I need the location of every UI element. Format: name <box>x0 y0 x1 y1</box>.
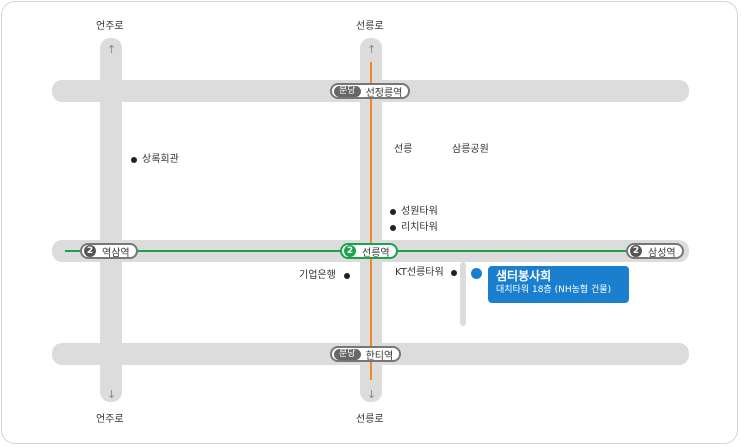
bundang-line-badge: 분당 <box>334 348 361 360</box>
station-name: 선정릉역 <box>365 87 403 99</box>
landmark-dot <box>390 225 396 231</box>
destination-marker-icon <box>471 268 482 279</box>
bundang-line-badge: 분당 <box>334 85 361 97</box>
line2-badge: 2 <box>344 245 356 257</box>
arrow-down-icon: ↓ <box>107 388 117 401</box>
arrow-up-icon: ↑ <box>367 43 377 56</box>
station-yeoksam[interactable]: 2 역삼역 <box>80 243 138 259</box>
line2-badge: 2 <box>84 245 96 257</box>
road-vertical-left <box>100 38 122 402</box>
destination-name: 샘터봉사회 <box>496 269 552 283</box>
road-label-left-top: 언주로 <box>96 21 124 32</box>
road-label-center-top: 선릉로 <box>356 21 384 32</box>
side-street <box>460 262 466 326</box>
station-seonjeongneung[interactable]: 분당 선정릉역 <box>330 83 411 99</box>
destination-address: 대치타워 18층 (NH농협 건물) <box>496 285 612 295</box>
station-hanti[interactable]: 분당 한티역 <box>330 346 402 362</box>
station-name: 선릉역 <box>362 247 390 259</box>
arrow-down-icon: ↓ <box>367 388 377 401</box>
road-label-left-bottom: 언주로 <box>96 414 124 425</box>
station-seolleung[interactable]: 2 선릉역 <box>340 243 398 259</box>
landmark-seongwon-tower: 성원타워 <box>401 206 438 217</box>
landmark-dot <box>344 273 350 279</box>
destination-callout[interactable]: 샘터봉사회 대치타워 18층 (NH농협 건물) <box>488 266 629 303</box>
bundang-track <box>370 62 372 380</box>
landmark-richi-tower: 리치타워 <box>401 222 438 233</box>
road-label-center-bottom: 선릉로 <box>356 414 384 425</box>
line2-badge: 2 <box>630 245 642 257</box>
landmark-dot <box>390 209 396 215</box>
landmark-ibk-bank: 기업은행 <box>299 270 336 281</box>
station-samseong[interactable]: 2 삼성역 <box>626 243 684 259</box>
landmark-sangrok: 상록회관 <box>142 154 179 165</box>
station-name: 한티역 <box>365 350 394 362</box>
landmark-kt-tower: KT선릉타워 <box>395 267 444 278</box>
station-name: 삼성역 <box>648 247 676 259</box>
landmark-samneung-park: 삼릉공원 <box>452 144 489 155</box>
landmark-dot <box>131 157 137 163</box>
station-name: 역삼역 <box>102 247 130 259</box>
landmark-seolleung: 선릉 <box>394 144 413 155</box>
arrow-up-icon: ↑ <box>107 43 117 56</box>
landmark-dot <box>451 270 457 276</box>
